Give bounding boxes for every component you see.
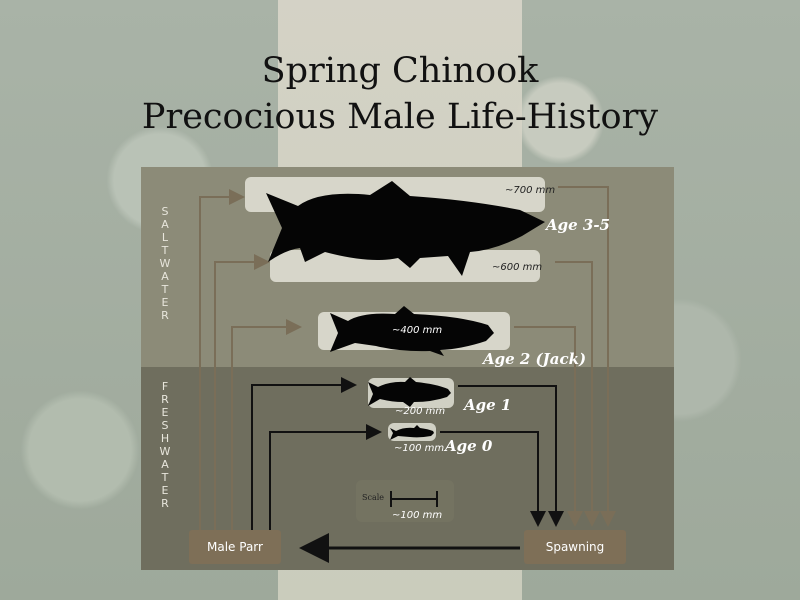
age0-size: ~100 mm (394, 443, 445, 454)
age1-label: Age 1 (464, 396, 512, 414)
freshwater-letter: T (161, 471, 169, 484)
scale-value: ~100 mm (392, 510, 443, 521)
saltwater-letter: T (161, 244, 169, 257)
age1-size: ~200 mm (395, 406, 446, 417)
freshwater-letter: E (161, 484, 169, 497)
fish-age35-icon (266, 181, 545, 276)
freshwater-arrows (251, 377, 564, 530)
age2-size: ~400 mm (392, 325, 443, 336)
male-parr-node: Male Parr (189, 530, 281, 564)
saltwater-arrows (199, 186, 616, 530)
fish-age1-icon (368, 377, 451, 407)
freshwater-letter: S (161, 419, 169, 432)
freshwater-letter: R (161, 497, 169, 510)
freshwater-letter: A (161, 458, 169, 471)
fish-age0-icon (390, 425, 434, 440)
age35-size-lower: ~600 mm (492, 262, 543, 273)
saltwater-letter: E (161, 296, 169, 309)
freshwater-letter: R (161, 393, 169, 406)
age2-label: Age 2 (Jack) (483, 350, 587, 368)
saltwater-letter: S (161, 205, 169, 218)
scale-label: Scale (362, 493, 385, 502)
age0-label: Age 0 (445, 437, 493, 455)
spawning-node: Spawning (524, 530, 626, 564)
fish-age2-icon (330, 306, 494, 356)
age35-size-upper: ~700 mm (505, 185, 556, 196)
freshwater-letter: F (161, 380, 169, 393)
freshwater-letter: W (159, 445, 171, 458)
title-line-2: Precocious Male Life-History (141, 97, 659, 137)
saltwater-letter: A (161, 218, 169, 231)
age35-label: Age 3-5 (546, 216, 610, 234)
saltwater-letter: W (159, 257, 171, 270)
freshwater-letter: E (161, 406, 169, 419)
scale-bar (390, 491, 438, 507)
saltwater-letter: R (161, 309, 169, 322)
title-line-1: Spring Chinook (261, 51, 539, 91)
saltwater-letter: A (161, 270, 169, 283)
saltwater-letter: L (161, 231, 169, 244)
freshwater-letter: H (160, 432, 170, 445)
saltwater-letter: T (161, 283, 169, 296)
